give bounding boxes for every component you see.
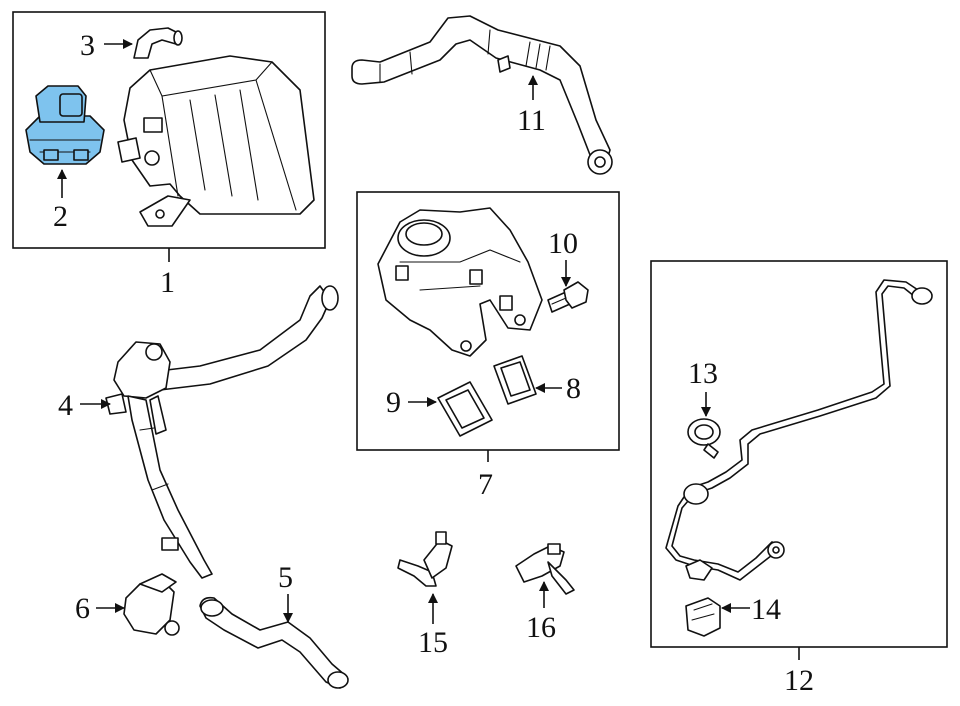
callout-1: 1 [160, 266, 175, 299]
charcoal-canister [117, 55, 315, 227]
callout-16: 16 [526, 611, 556, 644]
gasket-8 [493, 355, 537, 405]
sensor-tube-assembly [665, 279, 933, 581]
callout-5: 5 [278, 561, 293, 594]
connector-6 [123, 573, 180, 636]
callout-15: 15 [418, 626, 448, 659]
gasket-9 [437, 381, 493, 437]
group-box-12 [650, 260, 948, 648]
callout-4: 4 [58, 389, 73, 422]
callout-2: 2 [53, 200, 68, 233]
sensor-15 [397, 531, 453, 587]
vent-tube-assembly [105, 285, 339, 579]
callout-14: 14 [751, 593, 781, 626]
callout-3: 3 [80, 29, 95, 62]
sensor-16 [515, 543, 575, 595]
callout-8: 8 [566, 372, 581, 405]
vapor-hose-small [133, 27, 183, 59]
bolt [547, 281, 589, 313]
hose-5 [199, 596, 349, 689]
callout-7: 7 [478, 468, 493, 501]
oil-separator [377, 207, 543, 357]
callout-11: 11 [517, 104, 546, 137]
callout-10: 10 [548, 227, 578, 260]
callout-9: 9 [386, 386, 401, 419]
callout-12: 12 [784, 664, 814, 697]
callout-13: 13 [688, 357, 718, 390]
bracket-14 [685, 597, 721, 637]
callout-6: 6 [75, 592, 90, 625]
vapor-tube-upper [351, 15, 613, 175]
purge-valve-highlighted [25, 85, 105, 165]
clamp-13 [687, 418, 721, 459]
